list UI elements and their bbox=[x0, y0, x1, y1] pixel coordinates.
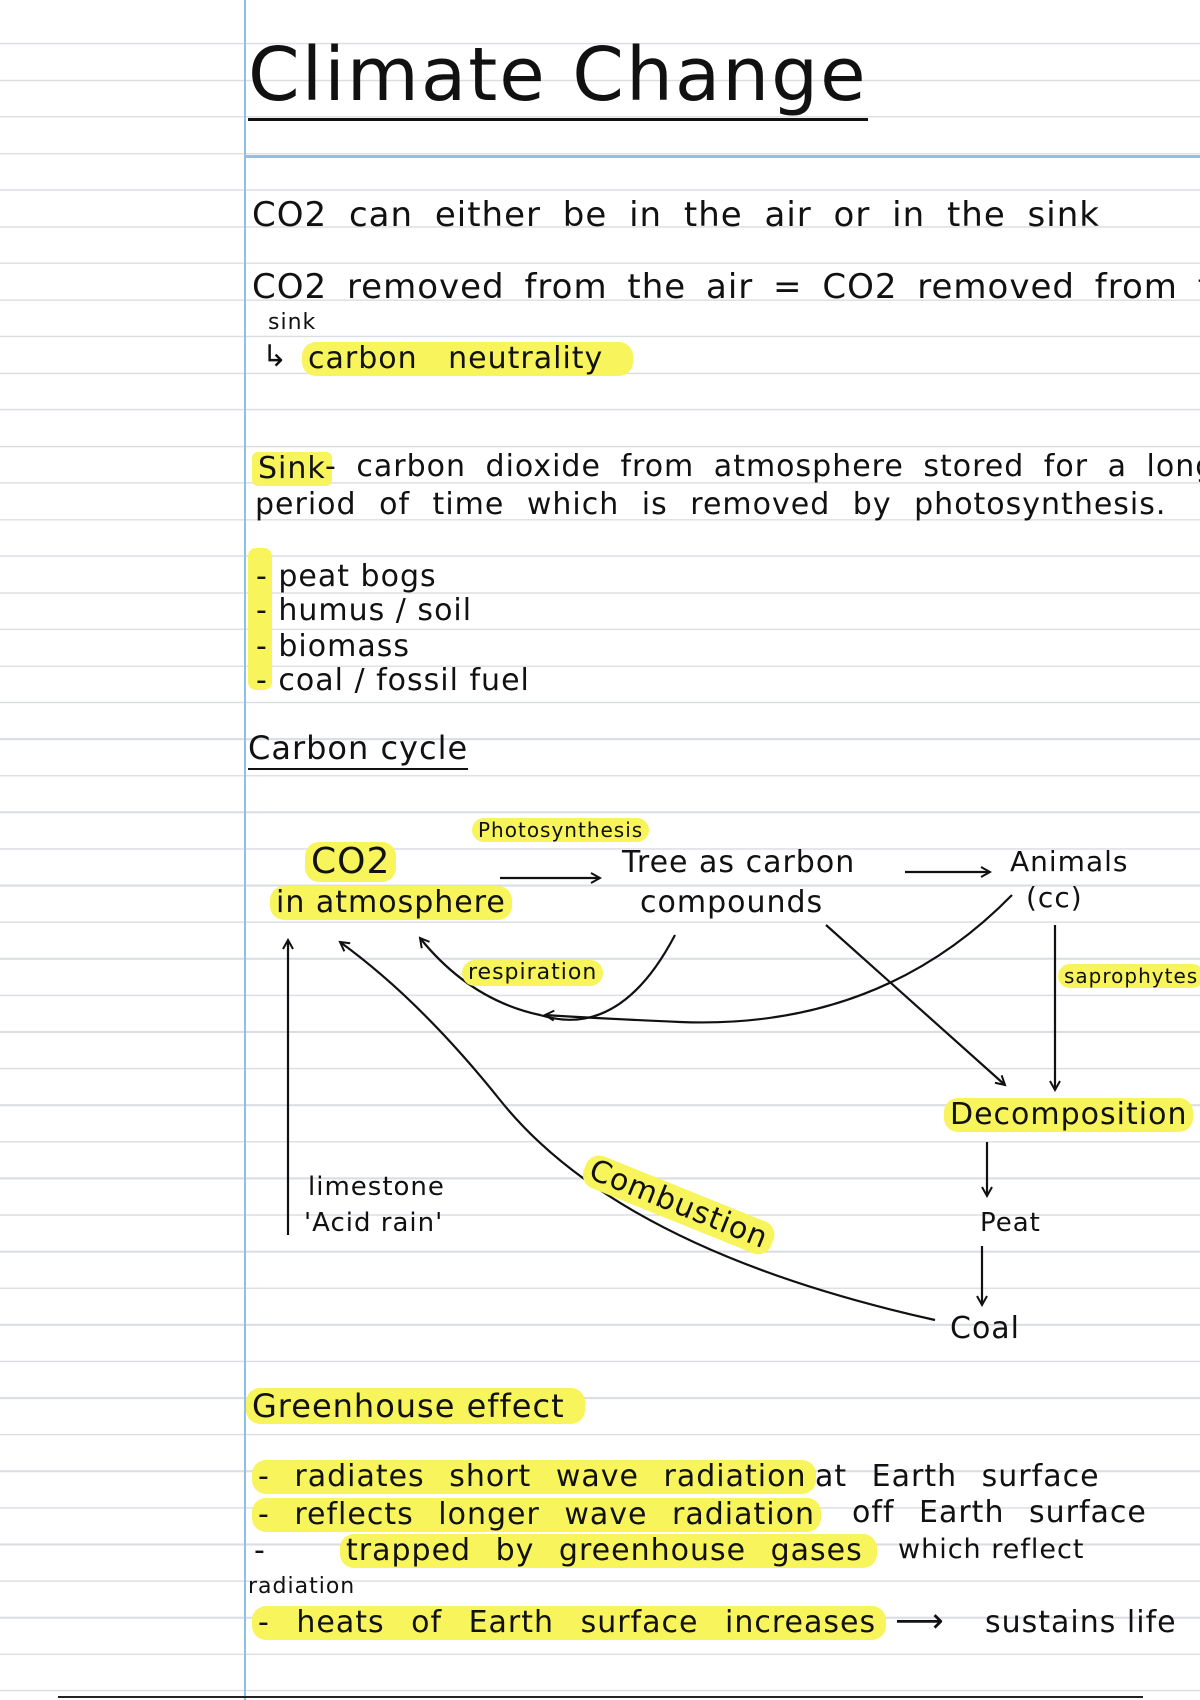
intro-line-1: CO2 can either be in the air or in the s… bbox=[252, 195, 1100, 235]
greenhouse-bullet-2-rest: off Earth surface bbox=[852, 1495, 1147, 1530]
animals-label-1: Animals bbox=[1010, 845, 1129, 878]
animals-label-2: (cc) bbox=[1026, 881, 1083, 914]
arrow-combustion bbox=[340, 942, 936, 1322]
saprophytes-label: saprophytes bbox=[1058, 964, 1200, 988]
greenhouse-bullet-4-highlight: - heats of Earth surface increases bbox=[252, 1606, 887, 1640]
sink-term: Sink bbox=[252, 452, 332, 486]
greenhouse-bullet-3-cont: radiation bbox=[248, 1574, 356, 1599]
peat-label: Peat bbox=[980, 1208, 1041, 1238]
arrow-tree-to-decomposition bbox=[825, 924, 1005, 1085]
co2-label: CO2 bbox=[305, 842, 397, 882]
greenhouse-bullet-3-dash: - bbox=[254, 1533, 266, 1568]
acid-rain-label: 'Acid rain' bbox=[304, 1208, 444, 1238]
arrow-animals-respiration bbox=[545, 894, 1013, 1024]
sink-example: - peat bogs bbox=[256, 559, 437, 594]
page-title: Climate Change bbox=[248, 38, 868, 121]
tree-label-2: compounds bbox=[640, 885, 824, 920]
intro-line-2-cont: sink bbox=[268, 310, 317, 335]
sink-definition-2: period of time which is removed by photo… bbox=[255, 487, 1167, 522]
coal-label: Coal bbox=[950, 1311, 1021, 1346]
greenhouse-bullet-3-highlight: trapped by greenhouse gases bbox=[340, 1534, 877, 1568]
page-bottom-line bbox=[58, 1696, 1143, 1698]
intro-line-2: CO2 removed from the air = CO2 removed f… bbox=[252, 267, 1200, 307]
greenhouse-bullet-2-highlight: - reflects longer wave radiation bbox=[252, 1498, 821, 1532]
in-atmosphere-label: in atmosphere bbox=[270, 886, 512, 920]
greenhouse-heading: Greenhouse effect bbox=[246, 1388, 585, 1424]
greenhouse-bullet-1-highlight: - radiates short wave radiation bbox=[252, 1460, 817, 1494]
limestone-label: limestone bbox=[308, 1172, 445, 1202]
respiration-label: respiration bbox=[462, 960, 604, 986]
header-line bbox=[244, 155, 1200, 158]
greenhouse-bullet-1-rest: at Earth surface bbox=[815, 1459, 1100, 1494]
arrow-icon: ↳ bbox=[262, 339, 289, 374]
carbon-neutrality: carbon neutrality bbox=[302, 342, 634, 376]
tree-label-1: Tree as carbon bbox=[622, 845, 856, 880]
carbon-cycle-heading: Carbon cycle bbox=[248, 732, 469, 770]
sink-example: - biomass bbox=[256, 629, 410, 664]
greenhouse-bullet-4-rest: sustains life bbox=[985, 1605, 1177, 1640]
margin-line bbox=[244, 0, 246, 1700]
examples-highlight bbox=[248, 548, 272, 690]
arrow-tree-respiration bbox=[420, 934, 676, 1021]
sink-example: - humus / soil bbox=[256, 593, 473, 628]
arrow-right-icon: ⟶ bbox=[895, 1601, 945, 1641]
greenhouse-bullet-3-rest: which reflect bbox=[898, 1534, 1085, 1565]
photosynthesis-label: Photosynthesis bbox=[472, 818, 650, 842]
sink-definition-1: - carbon dioxide from atmosphere stored … bbox=[325, 449, 1200, 484]
sink-example: - coal / fossil fuel bbox=[256, 663, 530, 698]
decomposition-label: Decomposition bbox=[944, 1098, 1194, 1132]
